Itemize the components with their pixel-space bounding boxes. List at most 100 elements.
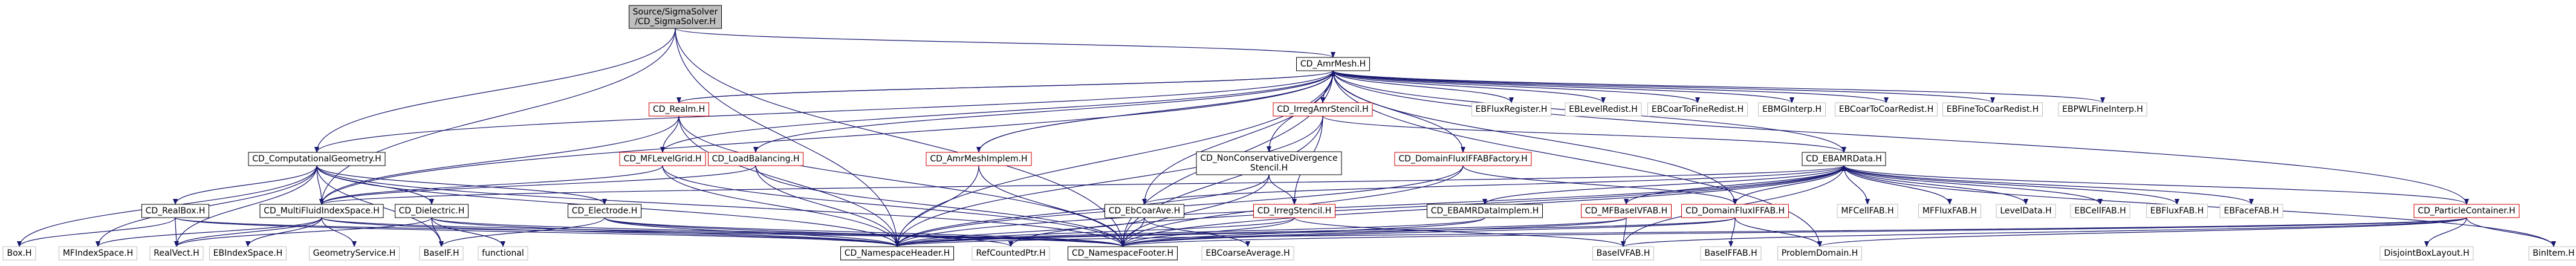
node-eblevel: EBLevelRedist.H [1565, 102, 1642, 117]
edge-ebamrdata-to-domfluxfab [1733, 165, 1844, 205]
node-box [1296, 57, 1370, 71]
node-ebctc: EBCoarToCoarRedist.H [1835, 102, 1938, 117]
edge-root-to-compgeom [314, 28, 676, 153]
edge-electrode-to-baseif [439, 217, 605, 247]
edge-amrmesh-to-ebctc [1332, 70, 1889, 103]
edge-realbox-to-realvect [174, 217, 179, 247]
node-box [1996, 204, 2056, 218]
node-mfbaseivfab[interactable]: CD_MFBaseIVFAB.H [1581, 204, 1672, 218]
node-box [2146, 204, 2208, 218]
node-ebface: EBFaceFAB.H [2219, 204, 2283, 218]
node-compgeom[interactable]: CD_ComputationalGeometry.H [248, 152, 386, 166]
node-box [141, 204, 209, 218]
node-multifluid[interactable]: CD_MultiFluidIndexSpace.H [259, 204, 384, 218]
edge-domfluxfab-to-nsheader [895, 217, 1736, 247]
node-box [2, 246, 36, 261]
node-label: Source/SigmaSolver [633, 7, 718, 17]
node-label: BaseIF.H [423, 248, 459, 258]
node-ebpwl: EBPWLFineInterp.H [2058, 102, 2147, 117]
node-box [2219, 204, 2283, 218]
node-ebcoarave[interactable]: CD_EbCoarAve.H [1105, 204, 1184, 218]
node-baseif: BaseIF.H [419, 246, 464, 261]
node-realvect: RealVect.H [149, 246, 204, 261]
node-ebamrimpl[interactable]: CD_EBAMRDataImplem.H [1427, 204, 1543, 218]
node-realbox[interactable]: CD_RealBox.H [141, 204, 209, 218]
node-amrmeshimpl[interactable]: CD_AmrMeshImplem.H [926, 152, 1032, 166]
edge-ebcoarave-to-nsheader [895, 217, 1145, 247]
node-dielectric[interactable]: CD_Dielectric.H [395, 204, 469, 218]
node-box [478, 246, 528, 261]
node-label: MFFluxFAB.H [1922, 206, 1977, 216]
node-ebcell: EBCellFAB.H [2070, 204, 2130, 218]
node-box [1068, 246, 1178, 261]
node-realm[interactable]: CD_Realm.H [649, 102, 709, 117]
node-label: RefCountedPtr.H [976, 248, 1045, 258]
edge-ebamrdata-to-ebcell [1843, 165, 2103, 205]
node-box [1758, 102, 1826, 117]
edge-dielectric-to-nsheader [431, 217, 900, 247]
node-ebamrdata[interactable]: CD_EBAMRData.H [1802, 152, 1886, 166]
edge-ebamrdata-to-ebamrimpl [1482, 165, 1844, 205]
node-domfluxfab[interactable]: CD_DomainFluxIFFAB.H [1681, 204, 1789, 218]
node-label: MFCellFAB.H [1841, 206, 1893, 216]
edge-dielectric-to-nsfooter [431, 217, 1125, 247]
node-domfluxfact[interactable]: CD_DomainFluxIFFABFactory.H [1394, 152, 1532, 166]
node-nsfooter[interactable]: CD_NamespaceFooter.H [1068, 246, 1178, 261]
node-irregsten[interactable]: CD_IrregStencil.H [1253, 204, 1335, 218]
node-box [309, 246, 400, 261]
edge-amrmesh-to-ebcoarave [1142, 70, 1334, 205]
node-label: EBFluxRegister.H [1476, 105, 1548, 114]
edge-particlecont-to-probdomain [1817, 217, 2467, 247]
node-particlecont[interactable]: CD_ParticleContainer.H [2413, 204, 2520, 218]
edge-mfbaseivfab-to-nsheader [895, 217, 1627, 247]
edge-amrmesh-to-ebcftf [1332, 70, 1700, 103]
node-label: Stencil.H [1250, 163, 1288, 173]
edge-dielectric-to-functional [431, 217, 505, 247]
node-irregamr[interactable]: CD_IrregAmrStencil.H [1273, 102, 1373, 117]
node-box [1427, 204, 1543, 218]
node-label: CD_DomainFluxIFFAB.H [1685, 206, 1785, 216]
node-box [1105, 204, 1184, 218]
node-nsheader[interactable]: CD_NamespaceHeader.H [840, 246, 954, 261]
node-label: EBFaceFAB.H [2224, 206, 2279, 216]
edge-ebamrdata-to-mfbaseivfab [1624, 165, 1844, 205]
edge-amrmesh-to-ebflux [1332, 70, 1514, 103]
node-box [1394, 152, 1532, 166]
edge-amrmesh-to-ebpwl [1332, 70, 2105, 103]
edge-amrmesh-to-eblevel [1332, 70, 1606, 103]
node-label: EBCellFAB.H [2074, 206, 2126, 216]
edge-amrmeshimpl-to-amrmesh [978, 70, 1335, 153]
node-box [209, 246, 287, 261]
node-root[interactable]: Source/SigmaSolver/CD_SigmaSolver.H [629, 5, 722, 29]
node-mfcell: MFCellFAB.H [1837, 204, 1898, 218]
node-mflevel[interactable]: CD_MFLevelGrid.H [619, 152, 706, 166]
node-loadbal[interactable]: CD_LoadBalancing.H [708, 152, 803, 166]
node-box [1201, 246, 1294, 261]
edge-loadbal-to-multifluid [319, 165, 756, 205]
node-electrode[interactable]: CD_Electrode.H [568, 204, 641, 218]
edge-root-to-nsfooter [675, 28, 1125, 247]
node-baseiffab: BaseIFFAB.H [1700, 246, 1762, 261]
edge-dielectric-to-baseif [431, 217, 444, 247]
node-box [1273, 102, 1373, 117]
node-label: CD_Electrode.H [572, 206, 638, 216]
edge-realm-to-amrmesh [678, 70, 1335, 103]
node-label: CD_IrregAmrStencil.H [1277, 105, 1368, 114]
edge-irregsten-to-nsheader [895, 217, 1295, 247]
node-box [1918, 204, 1981, 218]
node-ebcoarseavg: EBCoarseAverage.H [1201, 246, 1294, 261]
edge-mflevel-to-nsheader [662, 165, 900, 247]
node-label: CD_NamespaceFooter.H [1072, 248, 1173, 258]
node-box [1802, 152, 1886, 166]
node-label: DisjointBoxLayout.H [2384, 248, 2469, 258]
edge-realm-to-multifluid [319, 115, 680, 205]
node-box [259, 204, 384, 218]
edge-realbox-to-box [17, 217, 176, 247]
node-binitem: BinItem.H [2528, 246, 2576, 261]
node-box [395, 204, 469, 218]
node-box [649, 102, 709, 117]
node-amrmesh[interactable]: CD_AmrMesh.H [1296, 57, 1370, 71]
edge-amrmesh-to-particlecont [1332, 70, 2469, 205]
